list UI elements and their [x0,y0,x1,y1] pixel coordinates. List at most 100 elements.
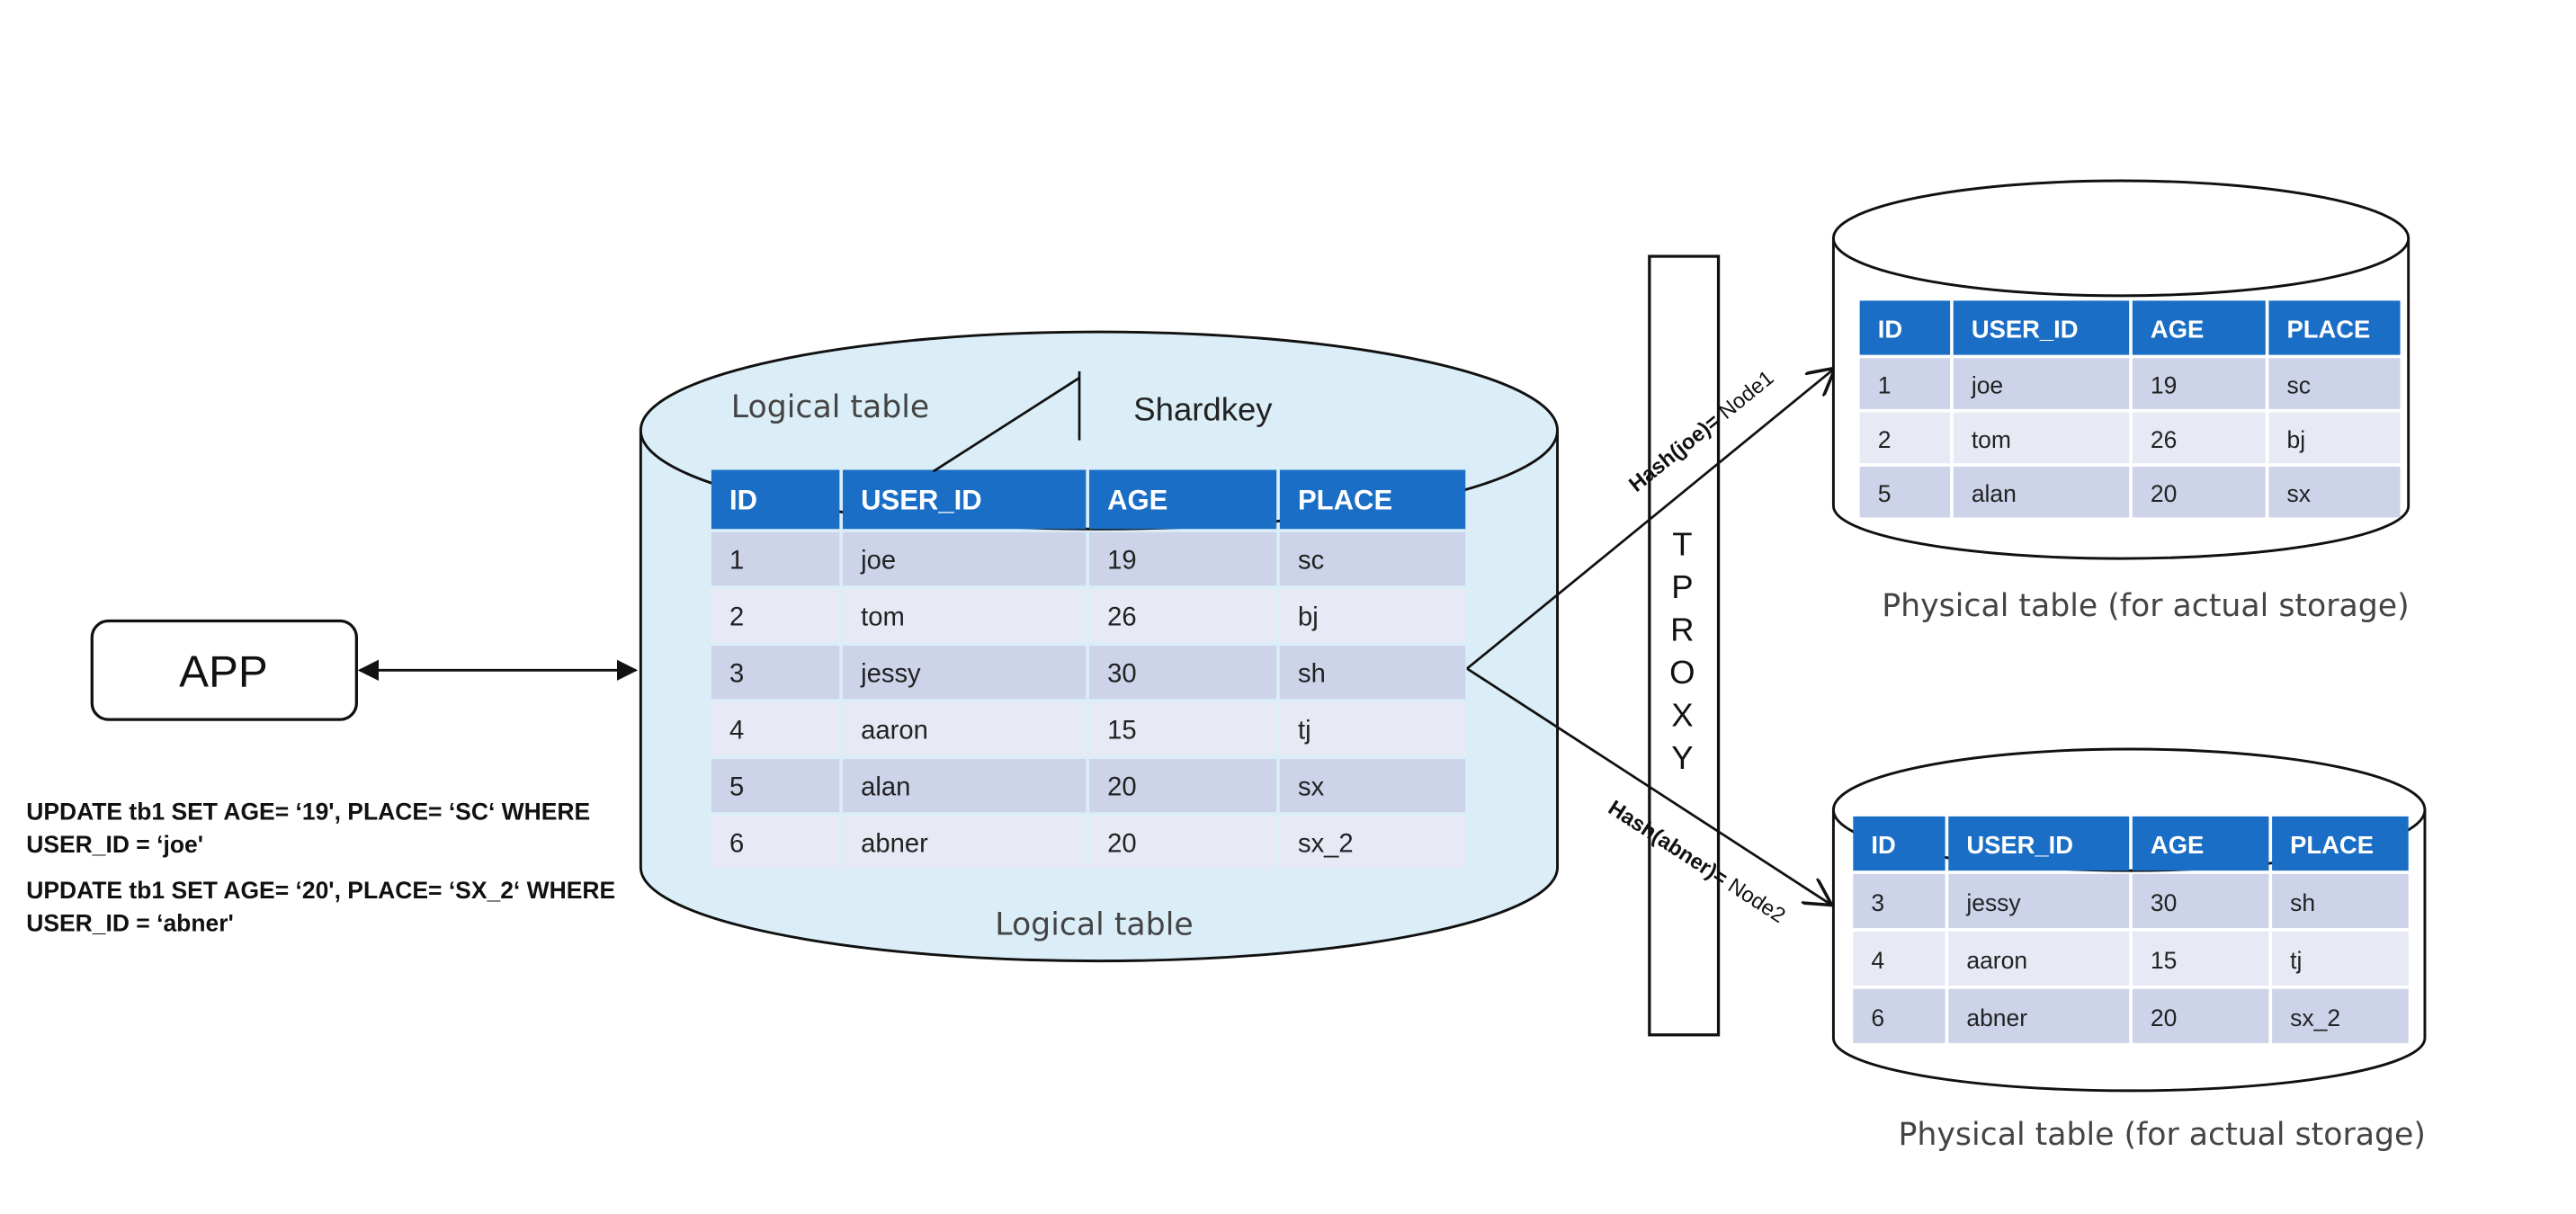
table-header-text: ID [1878,315,1902,343]
table-cell [843,758,1087,813]
table-cell-text: 26 [2151,426,2177,453]
table-cell-text: bj [1298,603,1319,632]
table-cell-text: jessy [860,660,921,689]
table-cell-text: 1 [1878,372,1892,399]
table-header-text: AGE [2151,831,2204,859]
logical-table-caption: Logical table [995,906,1193,942]
table-header-cell [2272,816,2409,871]
table-cell-text: aaron [861,717,928,745]
table-cell-text: 15 [2151,947,2177,974]
table-header-text: ID [1871,831,1895,859]
proxy-letter: X [1671,696,1693,733]
physical-table-caption-2: Physical table (for actual storage) [1899,1117,2426,1153]
table-header-text: PLACE [1298,484,1392,515]
table-header-text: PLACE [2290,831,2374,859]
table-cell-text: bj [2287,426,2306,453]
route-line-node1 [1466,368,1835,670]
proxy-letter: Y [1671,739,1693,776]
table-header-text: AGE [1107,484,1167,515]
sql-statements: UPDATE tb1 SET AGE= ‘19', PLACE= ‘SC‘ WH… [26,799,615,937]
table-cell-text: 1 [729,547,744,576]
table-cell-text: tom [861,603,905,632]
table-cell [1279,815,1466,870]
table-cell [1088,701,1277,756]
shardkey-label: Shardkey [1133,391,1273,428]
table-cell [1088,815,1277,870]
table-header-cell [2132,300,2266,355]
table-cell [843,701,1087,756]
table-cell-text: 20 [2151,1004,2177,1031]
table-cell [1853,873,1945,929]
table-cell [2132,466,2266,518]
table-cell-text: sh [2290,889,2315,916]
table-cell [711,645,840,700]
table-cell-text: 20 [1107,773,1137,802]
table-cell [2272,988,2409,1043]
sql-2-line-1: UPDATE tb1 SET AGE= ‘20', PLACE= ‘SX_2‘ … [26,877,615,904]
table-header-cell [1953,300,2130,355]
table-cell-text: 2 [1878,426,1892,453]
table-cell [2272,931,2409,986]
table-cell-text: 19 [1107,547,1137,576]
table-header-cell [1859,300,1951,355]
table-cell [2132,358,2266,409]
table-cell [1859,358,1951,409]
table-cell [2268,358,2401,409]
logical-table-overlay-label: Logical table [731,389,929,425]
table-cell [1088,758,1277,813]
table-cell [2132,412,2266,464]
table-cell-text: joe [860,547,896,576]
table-cell-text: 26 [1107,603,1137,632]
table-cell-text: 4 [729,717,744,745]
table-cell [1953,358,2130,409]
table-cell-text: 15 [1107,717,1137,745]
table-cell [1279,758,1466,813]
table-cell [843,588,1087,643]
table-cell [711,531,840,586]
table-cell-text: 19 [2151,372,2177,399]
table-header-cell [1279,469,1466,530]
table-cell-text: tj [2290,947,2302,974]
table-cell [843,645,1087,700]
table-cell [1853,988,1945,1043]
table-header-text: USER_ID [861,484,982,515]
table-cell [711,815,840,870]
table-header-cell [1088,469,1277,530]
physical-table-caption-1: Physical table (for actual storage) [1882,588,2409,624]
table-cell-text: 3 [1871,889,1884,916]
table-cell-text: jessy [1965,889,2021,916]
table-cell [2268,466,2401,518]
table-cell-text: 30 [1107,660,1137,689]
table-header-cell [2268,300,2401,355]
table-cell [2272,873,2409,929]
app-label: APP [179,647,268,697]
table-cell [1279,645,1466,700]
table-cell-text: 3 [729,660,744,689]
table-cell [1088,645,1277,700]
table-cell [2132,931,2269,986]
table-cell [1279,531,1466,586]
table-cell-text: 5 [729,773,744,802]
table-cell [1948,873,2130,929]
proxy-letter: R [1670,611,1694,647]
table-cell-text: joe [1971,372,2003,399]
table-cell [1279,701,1466,756]
table-cell-text: 5 [1878,480,1892,507]
table-header-text: USER_ID [1966,831,2073,859]
table-cell-text: 4 [1871,947,1884,974]
table-cell-text: sx [2287,480,2311,507]
table-cell-text: sx_2 [2290,1004,2340,1031]
table-cell-text: 6 [729,830,744,859]
table-cell-text: sx [1298,773,1325,802]
table-cell [1088,531,1277,586]
table-cell [2132,873,2269,929]
proxy-letter: T [1672,525,1692,562]
table-cell [1859,466,1951,518]
table-cell [843,531,1087,586]
table-header-text: ID [729,484,757,515]
table-cell [1948,931,2130,986]
table-cell-text: 30 [2151,889,2177,916]
